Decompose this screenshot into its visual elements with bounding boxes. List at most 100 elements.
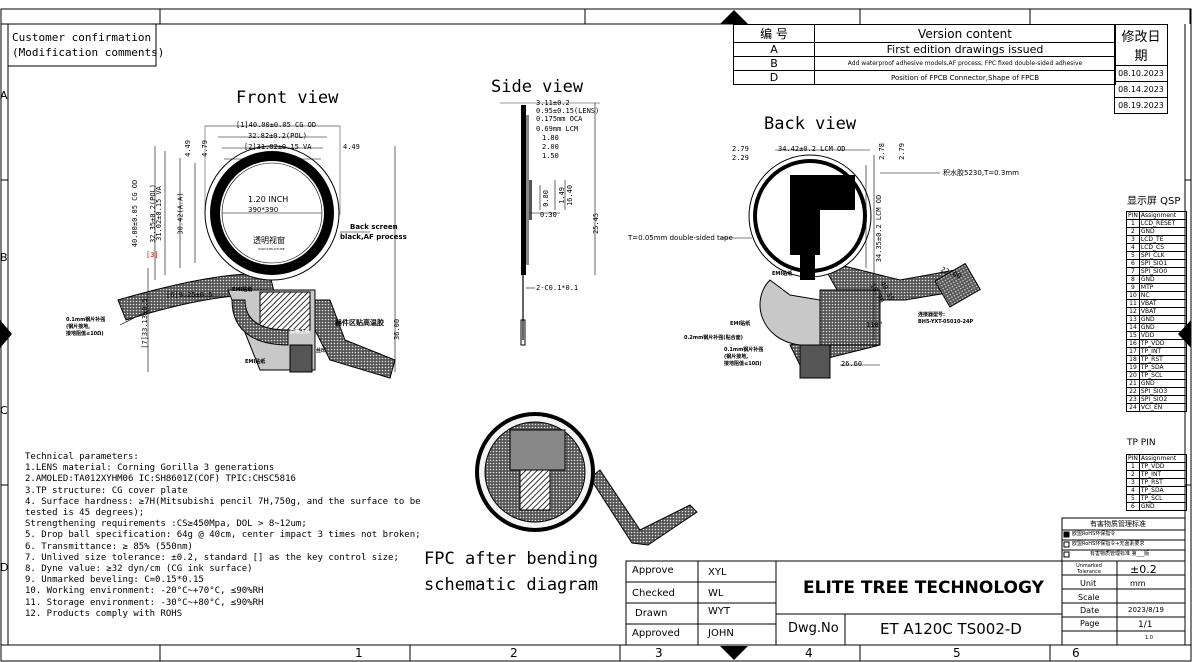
pin-assignment: LCD_RESET bbox=[1138, 219, 1187, 228]
pin-header: Assignment bbox=[1138, 211, 1187, 220]
pin-header: PIN bbox=[1126, 454, 1140, 463]
front-fpc-note-2: (钢片接地, bbox=[66, 324, 91, 330]
pin-assignment: SPI_SIO1 bbox=[1138, 259, 1187, 268]
rev-row-content: Add waterproof adhesive models,AF proces… bbox=[814, 56, 1116, 71]
pin-number: 4 bbox=[1126, 243, 1140, 252]
tech-param-line: 6. Transmittance: ≥ 85% (550nm) bbox=[25, 541, 193, 552]
column-marker-3: 3 bbox=[655, 646, 663, 660]
front-dim-vert-key3: [3] bbox=[146, 251, 159, 259]
unit-value: mm bbox=[1130, 579, 1146, 588]
side-dim-0-80: 0.80 bbox=[541, 190, 550, 207]
side-view-drawing bbox=[500, 102, 752, 346]
back-view-drawing bbox=[748, 149, 981, 379]
pin-assignment: TP_SDA bbox=[1138, 486, 1187, 495]
tech-param-line: 12. Products comply with ROHS bbox=[25, 608, 183, 619]
back-fpc-tag: 0.2mm钢片补强(贴合面) bbox=[684, 335, 743, 341]
front-silk-label-2: 丝印 bbox=[316, 348, 327, 354]
drawn-value: WYT bbox=[708, 606, 731, 617]
rev-row-content: Position of FPCB Connector,Shape of FPCB bbox=[814, 70, 1116, 85]
technical-parameters: Technical parameters: 1.LENS material: C… bbox=[25, 452, 421, 620]
pin-assignment: VDD bbox=[1138, 331, 1187, 340]
front-dim-36: 36.00 bbox=[393, 318, 402, 341]
company-name: ELITE TREE TECHNOLOGY bbox=[803, 578, 1044, 598]
component-area-label: 器件区贴高温胶 bbox=[335, 319, 384, 327]
tech-param-line: tested is 45 degrees); bbox=[25, 508, 145, 519]
front-fpc-note-1: 0.1mm钢片补强 bbox=[66, 317, 106, 323]
front-view-title: Front view bbox=[236, 88, 339, 108]
front-dim-pol: 32.82±0.2(POL) bbox=[248, 132, 308, 140]
lcd-size-text: 1.20 INCH bbox=[248, 195, 289, 204]
pin-number: 2 bbox=[1126, 470, 1140, 479]
date-value: 2023/8/19 bbox=[1128, 606, 1164, 614]
pin-number: 17 bbox=[1126, 347, 1140, 356]
lcd-tiny-text: ICON STRUCTURE bbox=[258, 247, 285, 251]
approved-label: Approved bbox=[632, 628, 680, 639]
column-marker-2: 2 bbox=[510, 646, 518, 660]
pin-number: 21 bbox=[1126, 379, 1140, 388]
pin-number: 7 bbox=[1126, 267, 1140, 276]
tech-param-line: 5. Drop ball specification: 64g @ 40cm, … bbox=[25, 530, 421, 541]
back-connector-label-1: 连接器型号: bbox=[918, 312, 946, 318]
side-dim-2-00: 2.00 bbox=[542, 143, 559, 151]
pin-number: 16 bbox=[1126, 339, 1140, 348]
tech-param-line: 1.LENS material: Corning Gorilla 3 gener… bbox=[25, 463, 275, 474]
front-view-drawing bbox=[117, 125, 396, 379]
back-silk-label-2: EMI贴纸 bbox=[772, 271, 793, 277]
front-emi-label: EMI贴纸 bbox=[245, 359, 266, 365]
tp-pin-title: TP PIN bbox=[1127, 438, 1156, 448]
back-dim-2-78: 2.78 bbox=[877, 143, 886, 160]
tech-param-line: 2.AMOLED:TA012XYHM06 IC:SH8601Z(COF) TPI… bbox=[25, 474, 296, 485]
back-view-title: Back view bbox=[764, 114, 857, 134]
pin-number: 2 bbox=[1126, 227, 1140, 236]
back-dim-2-29: 2.29 bbox=[732, 154, 749, 162]
pin-number: 24 bbox=[1126, 403, 1140, 412]
front-dim-9-25: [6]9.25±0.5 bbox=[166, 291, 213, 299]
pin-header: Assignment bbox=[1138, 454, 1187, 463]
pin-assignment: NC bbox=[1138, 291, 1187, 300]
pin-number: 1 bbox=[1126, 219, 1140, 228]
front-white-bar-label: 白色上移 bbox=[290, 329, 311, 335]
pin-number: 18 bbox=[1126, 355, 1140, 364]
tech-param-line: Technical parameters: bbox=[25, 452, 139, 462]
front-dim-aa: 30.42(A.A) bbox=[252, 154, 295, 162]
version-value: 1.0 bbox=[1145, 635, 1153, 641]
rev-row-number: B bbox=[733, 56, 815, 71]
modification-comments-label: (Modification comments) bbox=[12, 46, 165, 59]
side-dim-total: 3.11±0.2 bbox=[536, 99, 570, 107]
rev-header-content: Version content bbox=[814, 24, 1116, 43]
back-dim-2-79-v: 2.79 bbox=[897, 143, 906, 160]
drawing-number-label: Dwg.No bbox=[788, 621, 839, 636]
front-dim-va: [2]31.02±0.15 VA bbox=[244, 143, 312, 151]
pin-assignment: GND bbox=[1138, 227, 1187, 236]
pin-number: 1 bbox=[1126, 462, 1140, 471]
back-dim-lcm-od-h: 34.42±0.2 LCM OD bbox=[778, 145, 846, 153]
back-fpc-note-3: 接地阻值≤10Ω) bbox=[724, 361, 762, 367]
back-fpc-note-1: 0.1mm钢片补强 bbox=[724, 347, 764, 353]
tech-param-line: 11. Storage environment: -30°C~+80°C, ≤9… bbox=[25, 597, 264, 608]
column-marker-1: 1 bbox=[355, 646, 363, 660]
back-fpc-note-2: (钢片接地, bbox=[724, 354, 749, 360]
column-marker-4: 4 bbox=[805, 646, 813, 660]
revision-date-column: 修改日期 08.10.2023 08.14.2023 08.19.2023 bbox=[1114, 24, 1168, 114]
pin-assignment: GND bbox=[1138, 379, 1187, 388]
tech-param-line: 8. Dyne value: ≥32 dyn/cm (CG ink surfac… bbox=[25, 564, 253, 575]
pin-assignment: GND bbox=[1138, 275, 1187, 284]
back-dim-lcm-od-v: 34.35±0.2 LCM OD bbox=[875, 194, 884, 263]
approve-value: XYL bbox=[708, 567, 727, 578]
pin-assignment: LCD_CS bbox=[1138, 243, 1187, 252]
pin-assignment: SPI_SIO2 bbox=[1138, 395, 1187, 404]
side-dim-lens: 0.95±0.15(LENS) bbox=[536, 107, 600, 115]
pin-number: 20 bbox=[1126, 371, 1140, 380]
pin-header: PIN bbox=[1126, 211, 1140, 220]
side-dim-1-50: 1.50 bbox=[542, 152, 559, 160]
back-connector-label-2: BH5-YXT-05010-24P bbox=[918, 319, 974, 325]
pin-number: 3 bbox=[1126, 478, 1140, 487]
pin-number: 12 bbox=[1126, 307, 1140, 316]
pin-assignment: GND bbox=[1138, 315, 1187, 324]
rev-row-content: First edition drawings issued bbox=[814, 42, 1116, 57]
side-view-title: Side view bbox=[491, 77, 584, 97]
pin-assignment: VBAT bbox=[1138, 299, 1187, 308]
pin-assignment: VCI_EN bbox=[1138, 403, 1187, 412]
